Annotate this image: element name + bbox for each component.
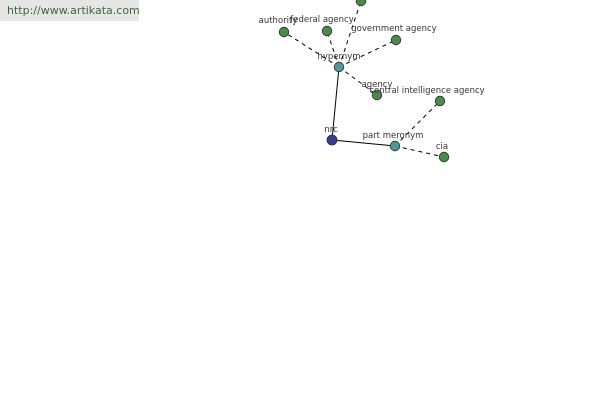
edge-nrc-to-hypernym: [331, 66, 340, 141]
edge-hypernym-to-government-agency: [338, 39, 397, 68]
node-label-part-meronym[interactable]: part meronym: [363, 131, 424, 141]
edge-hypernym-to-federal-agency: [326, 30, 340, 68]
node-cia[interactable]: [438, 151, 450, 163]
node-hypernym[interactable]: [333, 61, 345, 73]
node-label-authority[interactable]: authority: [259, 16, 298, 26]
node-label-cia[interactable]: cia: [436, 142, 448, 152]
node-label-nrc[interactable]: nrc: [324, 125, 338, 135]
node-government-agency[interactable]: [390, 34, 402, 46]
node-agency[interactable]: [371, 89, 383, 101]
node-nrc[interactable]: [326, 134, 338, 146]
node-part-meronym[interactable]: [389, 140, 401, 152]
graph-edges: [283, 0, 445, 158]
edge-hypernym-to-top: [338, 0, 362, 68]
edge-nrc-to-part-meronym: [331, 139, 396, 147]
node-label-federal-agency[interactable]: federal agency: [290, 15, 354, 25]
site-url[interactable]: http://www.artikata.com: [0, 0, 139, 21]
node-label-central-intelligence-agency[interactable]: central intelligence agency: [369, 86, 484, 96]
node-top[interactable]: [355, 0, 367, 7]
graph-nodes: [278, 0, 450, 163]
node-authority[interactable]: [278, 26, 290, 38]
edge-part-meronym-to-central-intelligence-agency: [394, 100, 441, 147]
node-label-government-agency[interactable]: government agency: [351, 24, 436, 34]
node-label-hypernym[interactable]: hypernym: [317, 52, 360, 62]
edge-hypernym-to-authority: [283, 31, 340, 68]
node-federal-agency[interactable]: [321, 25, 333, 37]
edge-part-meronym-to-cia: [394, 145, 445, 158]
node-label-agency[interactable]: agency: [362, 80, 393, 90]
node-central-intelligence-agency[interactable]: [434, 95, 446, 107]
